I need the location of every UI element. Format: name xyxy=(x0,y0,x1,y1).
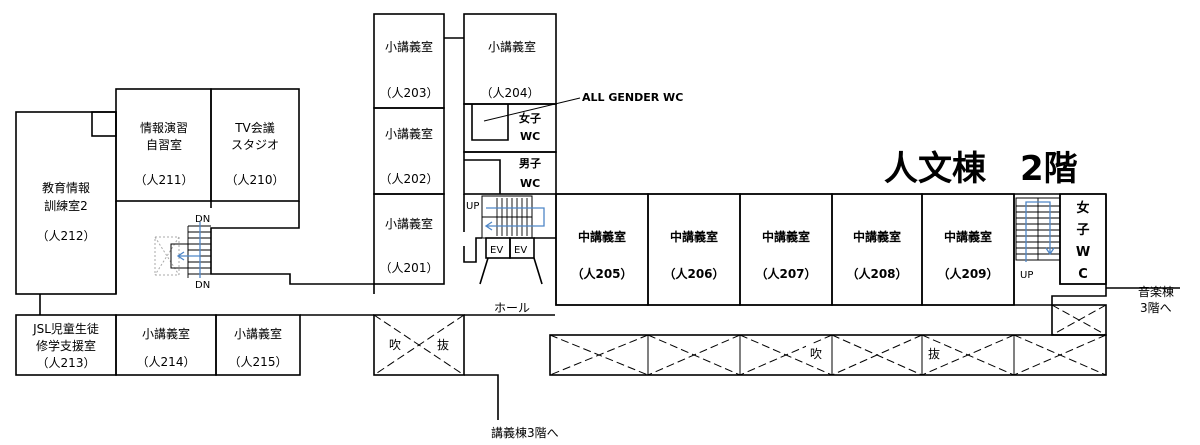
room-201-number: （人201） xyxy=(380,261,439,275)
storage-notch xyxy=(91,111,117,137)
room-214-name: 小講義室 xyxy=(142,326,190,341)
room-207-number: （人207） xyxy=(755,266,816,281)
room-212-name-1: 教育情報 xyxy=(42,180,90,195)
room-215[interactable]: 小講義室 （人215） xyxy=(215,314,301,376)
room-212-number: （人212） xyxy=(37,229,96,243)
room-209-number: （人209） xyxy=(937,266,998,281)
stair-center-up: UP xyxy=(466,201,479,212)
room-207-name: 中講義室 xyxy=(762,229,810,244)
stair-right[interactable]: UP xyxy=(1015,197,1061,281)
room-206-name: 中講義室 xyxy=(670,229,718,244)
stair-left-dn-top: DN xyxy=(195,214,210,225)
room-210-name-1: TV会議 xyxy=(234,121,275,135)
room-212-name-2: 訓練室2 xyxy=(44,198,88,213)
room-204[interactable]: 小講義室 （人204） xyxy=(463,13,557,105)
room-210-number: （人210） xyxy=(226,173,285,187)
room-211[interactable]: 情報演習 自習室 （人211） xyxy=(115,88,212,202)
room-210[interactable]: TV会議 スタジオ （人210） xyxy=(210,88,300,202)
hall-label: ホール xyxy=(494,301,530,315)
elevator-2[interactable]: EV xyxy=(509,237,535,259)
room-208[interactable]: 中講義室 （人208） xyxy=(831,193,923,306)
room-215-name: 小講義室 xyxy=(234,326,282,341)
women-wc-right[interactable]: 女 子 W C xyxy=(1059,193,1107,285)
room-206[interactable]: 中講義室 （人206） xyxy=(647,193,741,306)
room-209-name: 中講義室 xyxy=(944,229,992,244)
women-wc-right-char-2: 子 xyxy=(1076,223,1089,238)
stair-left-dn-bottom: DN xyxy=(195,280,210,291)
room-213-name-2: 修学支援室 xyxy=(36,338,96,353)
void-long-label-2: 抜 xyxy=(928,347,940,361)
room-211-number: （人211） xyxy=(135,173,194,187)
room-206-number: （人206） xyxy=(663,266,724,281)
room-205-name: 中講義室 xyxy=(578,229,626,244)
void-long: 吹 抜 xyxy=(549,334,1107,376)
stair-center[interactable]: UP xyxy=(466,195,545,239)
women-wc-right-char-1: 女 xyxy=(1076,200,1089,216)
elevator-1[interactable]: EV xyxy=(485,237,511,259)
room-203[interactable]: 小講義室 （人203） xyxy=(373,13,445,109)
room-204-name: 小講義室 xyxy=(488,39,536,54)
to-lecture-building-label: 講義棟3階へ xyxy=(491,425,559,440)
room-214[interactable]: 小講義室 （人214） xyxy=(115,314,217,376)
stair-left[interactable]: DN DN xyxy=(154,214,211,291)
room-213-number: （人213） xyxy=(37,356,96,370)
women-wc-right-char-4: C xyxy=(1078,267,1088,282)
room-209[interactable]: 中講義室 （人209） xyxy=(921,193,1015,306)
room-205-number: （人205） xyxy=(571,266,632,281)
room-211-name-2: 自習室 xyxy=(146,137,182,152)
men-wc-label-2: WC xyxy=(520,177,540,190)
void-left-label-2: 抜 xyxy=(437,338,449,352)
room-215-number: （人215） xyxy=(229,355,288,369)
elevator-2-label: EV xyxy=(514,245,527,256)
men-wc-label-1: 男子 xyxy=(519,157,541,170)
to-music-building-label-2: 3階へ xyxy=(1140,300,1172,315)
stair-right-up: UP xyxy=(1020,270,1033,281)
elevator-1-label: EV xyxy=(490,245,503,256)
women-wc-mid-label-1: 女子 xyxy=(519,111,541,125)
void-left-label-1: 吹 xyxy=(389,338,401,352)
room-205[interactable]: 中講義室 （人205） xyxy=(555,193,649,306)
room-203-number: （人203） xyxy=(380,86,439,100)
to-music-building-label-1: 音楽棟 xyxy=(1138,284,1174,299)
room-214-number: （人214） xyxy=(137,355,196,369)
room-204-number: （人204） xyxy=(481,86,540,100)
room-203-name: 小講義室 xyxy=(385,39,433,54)
void-long-label-1: 吹 xyxy=(810,347,822,361)
room-211-name-1: 情報演習 xyxy=(140,120,188,135)
room-213[interactable]: JSL児童生徒 修学支援室 （人213） xyxy=(15,314,117,376)
room-208-number: （人208） xyxy=(846,266,907,281)
room-202-name: 小講義室 xyxy=(385,126,433,141)
room-212[interactable]: 教育情報 訓練室2 （人212） xyxy=(15,111,117,295)
room-213-name-1: JSL児童生徒 xyxy=(32,321,99,336)
room-201[interactable]: 小講義室 （人201） xyxy=(373,193,445,285)
all-gender-wc-label: ALL GENDER WC xyxy=(582,91,683,104)
women-wc-right-char-3: W xyxy=(1076,245,1090,260)
women-wc-mid-label-2: WC xyxy=(520,130,540,143)
room-210-name-2: スタジオ xyxy=(231,138,279,152)
void-left: 吹 抜 xyxy=(373,314,465,376)
room-202[interactable]: 小講義室 （人202） xyxy=(373,107,445,195)
void-small-right xyxy=(1051,304,1107,336)
room-201-name: 小講義室 xyxy=(385,216,433,231)
room-202-number: （人202） xyxy=(380,172,439,186)
building-floor-title: 人文棟 2階 xyxy=(884,149,1078,189)
room-207[interactable]: 中講義室 （人207） xyxy=(739,193,833,306)
room-208-name: 中講義室 xyxy=(853,229,901,244)
wc-block xyxy=(463,103,557,195)
